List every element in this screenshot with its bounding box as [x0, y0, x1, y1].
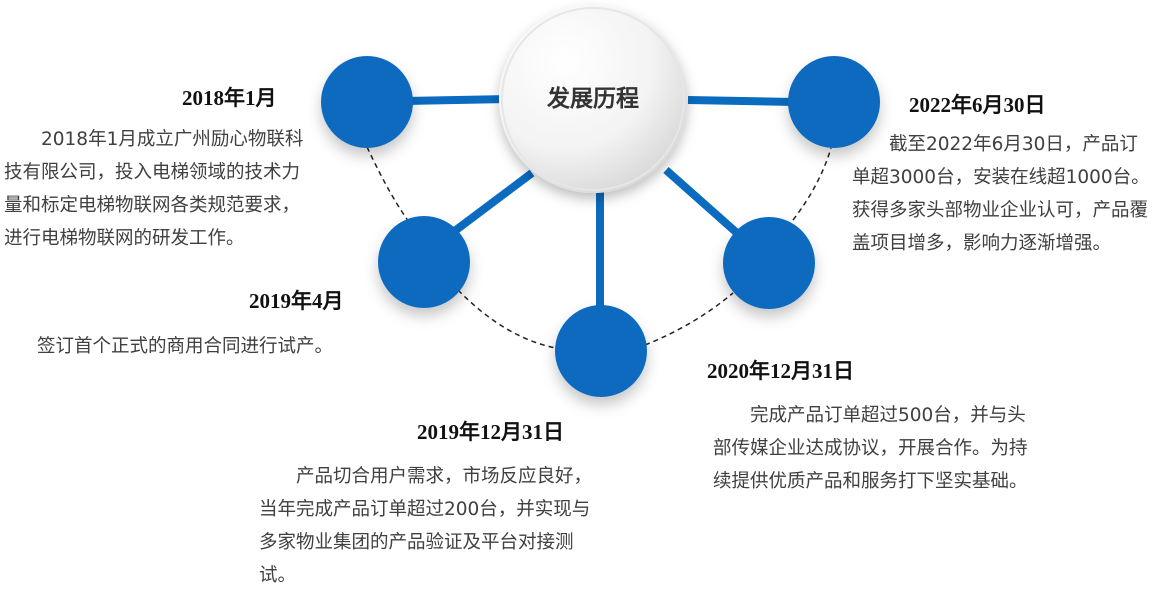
milestone-node-2022-06 — [788, 56, 880, 148]
milestone-node-2018-01 — [321, 56, 413, 148]
spoke-2019-04 — [449, 169, 535, 237]
milestone-text-2018-01: 2018年1月成立广州励心物联科技有限公司，投入电梯领域的技术力量和标定电梯物联… — [4, 129, 304, 249]
milestone-text-2022-06: 截至2022年6月30日，产品订单超3000台，安装在线超1000台。 获得多家… — [852, 134, 1150, 254]
milestone-date-2020-12: 2020年12月31日 — [707, 359, 854, 383]
milestone-date-2019-04: 2019年4月 — [249, 289, 344, 313]
milestone-node-2019-12 — [555, 305, 647, 397]
milestone-date-2022-06: 2022年6月30日 — [909, 93, 1046, 117]
milestone-node-2020-12 — [723, 217, 815, 309]
connector-1-2 — [366, 146, 413, 227]
milestone-text-2020-12: 完成产品订单超过500台，并与头部传媒企业达成协议，开展合作。为持续提供优质产品… — [713, 405, 1028, 492]
connector-2-3 — [457, 289, 557, 349]
connector-3-4 — [644, 292, 734, 346]
milestone-node-2019-04 — [378, 216, 470, 308]
milestone-date-2019-12: 2019年12月31日 — [417, 420, 564, 444]
milestone-text-2019-12: 产品切合用户需求，市场反应良好，当年完成产品订单超过200台，并实现与多家物业集… — [259, 466, 593, 586]
spoke-2022 — [687, 96, 796, 106]
connector-4-5 — [792, 147, 832, 221]
milestone-text-2019-04: 签订首个正式的商用合同进行试产。 — [37, 336, 334, 357]
hub-ring — [501, 7, 685, 191]
milestone-date-2018-01: 2018年1月 — [182, 86, 277, 110]
spoke-2018 — [404, 95, 511, 105]
hub-circle — [499, 5, 687, 193]
diagram-title: 发展历程 — [547, 86, 639, 112]
spoke-2020 — [663, 167, 740, 236]
